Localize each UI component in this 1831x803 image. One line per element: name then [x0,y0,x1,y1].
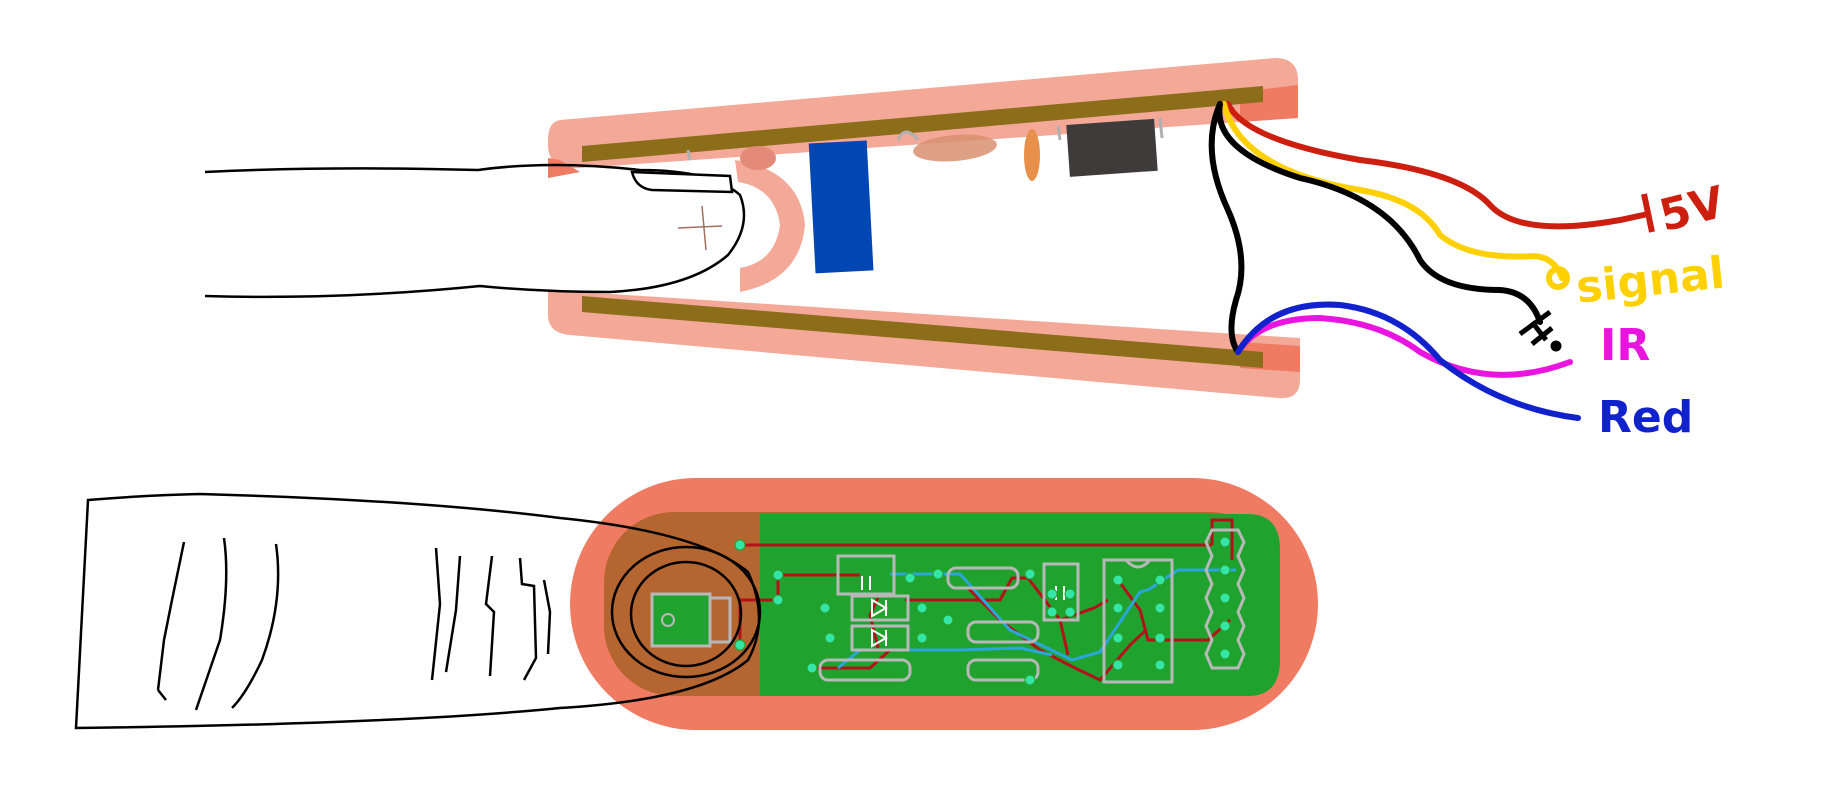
wire-ir [1235,314,1573,378]
label-ir: IR [1600,320,1650,371]
led-sensor-dot [661,613,675,627]
pcb-traces-cyan [837,568,1236,670]
ic-notch [1124,558,1152,569]
finger-side-outline [204,163,746,299]
cap-small-outline [1042,562,1080,622]
component-leads [686,117,1164,161]
finger-crease-mark [677,205,723,251]
led-sensor-leads [708,596,732,644]
pcb-rail-bottom [582,296,1263,368]
wire-signal [1221,101,1565,281]
ground-symbol [1518,309,1562,352]
clip-side-view: 5V signal IR Red [204,58,1730,443]
diode-1-outline [850,594,910,622]
finger-top-outline [74,492,761,730]
label-signal: signal [1574,247,1727,313]
wire-bundle [1208,101,1651,421]
wire-red [1235,301,1581,421]
fingertip-pad-inner [629,560,743,668]
clip-hinge [735,160,805,292]
wire-ground-loop [1208,101,1245,355]
pcb-components [818,528,1246,684]
black-ic [1066,118,1158,177]
capacitor-outline [836,554,896,596]
label-5v: 5V [1654,177,1729,242]
resistor-outline-1 [946,566,1020,590]
wire-5v [1225,101,1651,230]
wire-ground [1216,101,1543,325]
clip-upper-jaw-tip [548,158,580,178]
pcb-rail-top [582,86,1263,162]
resistor-outline-2 [966,620,1040,644]
header-pins [1204,528,1246,670]
diode-2-outline [850,624,910,652]
resistor-body [913,134,997,162]
5v-terminal-mark [1641,193,1655,233]
orange-diode [1024,129,1040,181]
board-top-view [570,478,1318,730]
resistor-outline-4 [966,658,1040,682]
fingernail-outline [630,170,734,194]
pcb-pads [734,536,1231,686]
signal-terminal-mark [1546,266,1570,290]
led-sensor [650,592,712,648]
label-red: Red [1598,392,1693,443]
resistor-outline-3 [818,658,912,682]
small-bump [740,146,776,170]
blue-capacitor [808,140,874,274]
ic-chip [1102,558,1174,684]
